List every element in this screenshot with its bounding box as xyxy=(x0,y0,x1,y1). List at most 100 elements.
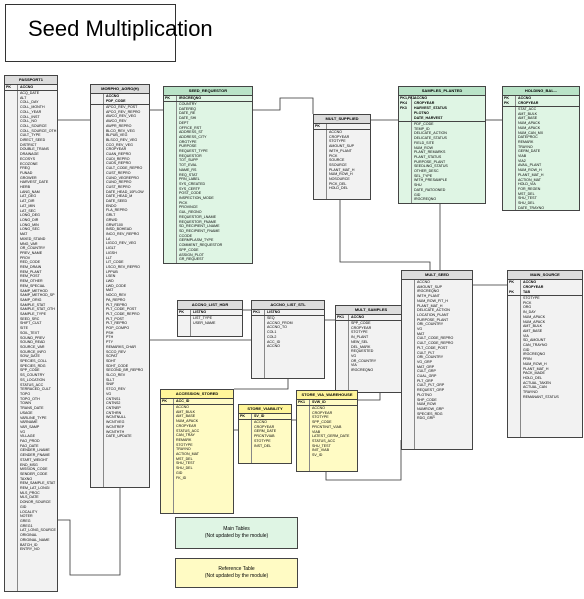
field: APCO_REV_REPRO xyxy=(106,109,141,114)
field: COL2 xyxy=(267,334,277,339)
relationship-line xyxy=(325,440,402,481)
field: SPP_CODE xyxy=(312,420,332,425)
field: ORG xyxy=(523,305,532,310)
field: NAME_RS xyxy=(179,167,197,172)
field: TRAYNO xyxy=(523,390,538,395)
field: ACCNO xyxy=(267,344,280,349)
field: LSEN xyxy=(106,274,116,279)
field: PTH xyxy=(106,335,114,340)
diagram-title-box: Seed Multiplication xyxy=(5,4,213,62)
key-markers: PK xyxy=(239,414,252,419)
field: PLANT_MAT_H xyxy=(417,303,443,308)
field: FREQ xyxy=(20,166,30,171)
field: PREV_NAME xyxy=(20,250,43,255)
field: FUNAD xyxy=(20,170,33,175)
table-name: SEED_REQUESTOR xyxy=(164,87,252,96)
field: SYS_CREATED xyxy=(179,181,206,186)
field: BLCO_REV_VEG xyxy=(106,128,135,133)
fk-markers xyxy=(252,316,265,378)
field: DELICATE_ACTION xyxy=(414,131,447,136)
field: SOUND_PREV xyxy=(20,335,45,340)
field: OR_COUNTRY xyxy=(20,246,46,251)
pk-marker xyxy=(400,116,411,121)
field: SENDER_CODE xyxy=(20,471,48,476)
pk-field: ACCNO xyxy=(414,96,428,100)
field: INSD_BOHEAD xyxy=(106,227,132,232)
field: GERM_DATE xyxy=(254,429,277,434)
field: ASSIGN_PLOT xyxy=(179,252,204,257)
field: REM_OTHER xyxy=(20,279,43,284)
field: VIAB xyxy=(518,154,527,159)
field: PDF_CODE xyxy=(414,122,434,126)
field: DISTRICT xyxy=(20,142,37,147)
field: TRAYNO xyxy=(518,144,533,149)
field: MAT xyxy=(106,288,114,293)
field: LIT_CODE xyxy=(106,260,124,265)
field: LWD xyxy=(106,279,114,284)
field: DELICATE_ACTION xyxy=(417,308,450,313)
pk-fields xyxy=(327,124,330,129)
field: SDHT xyxy=(106,358,116,363)
field: DIRECT_SEED xyxy=(20,138,46,143)
fk-markers xyxy=(297,406,310,471)
field: NOCO_REV xyxy=(106,293,127,298)
field: WCNTREP xyxy=(106,424,125,429)
field: SECOND_BR_REPRO xyxy=(106,368,144,373)
pk-marker: PK xyxy=(165,96,170,100)
field: GID xyxy=(518,210,544,211)
field: DATE_SEED xyxy=(106,199,128,204)
field: FAO_DATE xyxy=(20,443,39,448)
field: IRGCREQNO xyxy=(417,289,440,294)
field: SD_RECIPIENT_LNAME xyxy=(179,224,220,229)
table-name: MULT_SAMPLES xyxy=(336,306,406,315)
table-name: ACCESSION_STORED xyxy=(161,390,233,399)
field: REM_POST xyxy=(20,274,40,279)
fk-marker xyxy=(298,453,309,458)
field: GR_REQUEST xyxy=(179,257,204,262)
field: VIA xyxy=(351,363,357,368)
field: REM_LAT_LONGI xyxy=(20,486,50,491)
pk-marker: FK3 xyxy=(400,106,407,110)
field: BATCH_ID xyxy=(20,542,38,547)
field: REQUESTOR xyxy=(179,153,202,158)
field: SAMP_METHOD xyxy=(20,288,48,293)
fk-marker xyxy=(504,210,515,211)
field: BLPUB_VEG xyxy=(106,133,128,138)
table-name: MULT_SUPPLIED xyxy=(314,115,370,124)
pk-marker: PK xyxy=(6,85,11,89)
field: GRLT xyxy=(106,213,116,218)
field: DATE_UPDATE xyxy=(106,434,132,439)
field: VG xyxy=(351,353,357,358)
pk-field: ACCNO xyxy=(351,315,365,319)
pk-marker: PK1,FK1 xyxy=(400,96,415,100)
field: SEQ xyxy=(267,316,275,320)
field: NUM_APACK xyxy=(523,314,546,319)
field: CNTNS2 xyxy=(106,401,121,406)
field: DELICATE_STATUS xyxy=(414,136,447,141)
field: LATEST_GERM_DATE xyxy=(312,434,350,439)
field: CROPYEAR xyxy=(312,410,333,415)
field: SD_RECIPIENT_FNAME xyxy=(179,228,220,233)
legend-reference-table-label: Reference Table (Not updated by the modu… xyxy=(204,566,269,579)
field: GID xyxy=(176,470,183,475)
pk-marker: PK xyxy=(504,96,509,100)
